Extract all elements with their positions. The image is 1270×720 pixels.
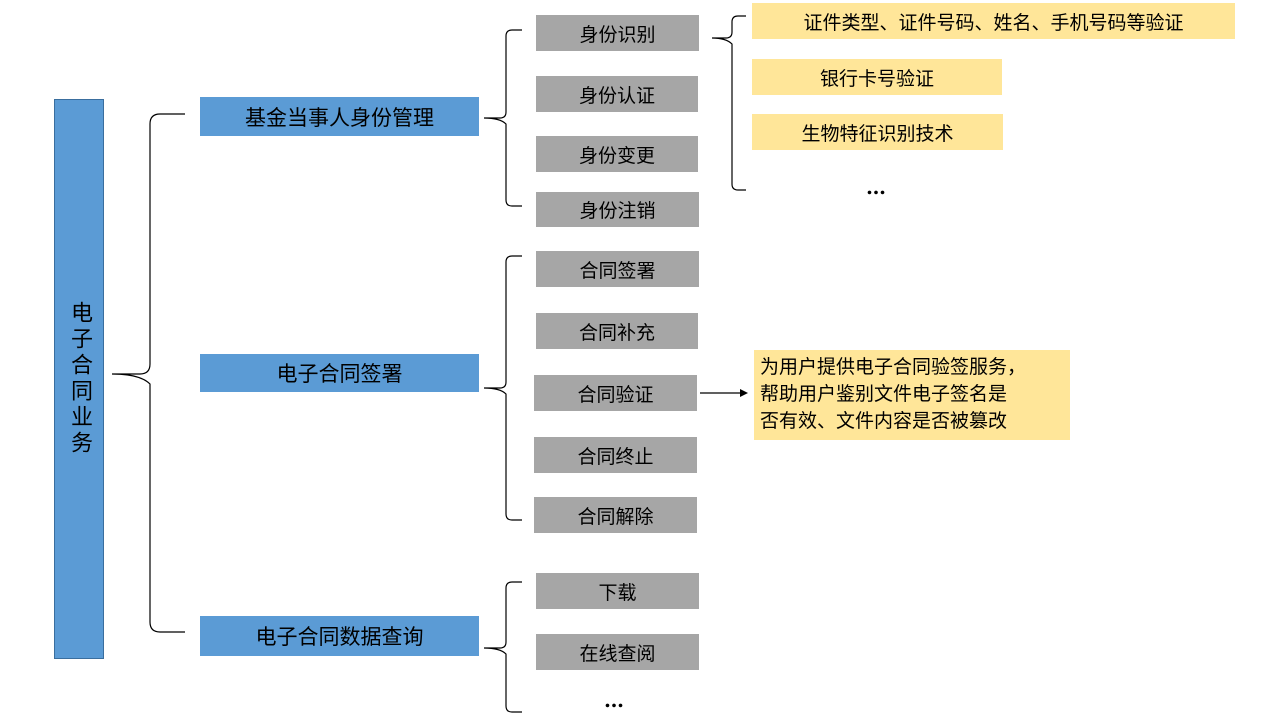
- branch-3-brace: [483, 581, 522, 713]
- root-brace: [111, 113, 185, 633]
- verify-note-line: 为用户提供电子合同验签服务，: [760, 356, 1027, 378]
- child-label: 合同验证: [577, 383, 654, 406]
- child-identity-recognition: 身份识别: [536, 15, 699, 51]
- child-contract-terminate: 合同终止: [534, 437, 697, 473]
- child-label: 身份变更: [578, 144, 655, 167]
- root-label: 电子合同业务: [67, 301, 92, 457]
- verify-arrow-head: [740, 389, 748, 397]
- identity-methods-more: …: [866, 175, 886, 199]
- child-contract-verify: 合同验证: [534, 375, 697, 411]
- child-identity-change: 身份变更: [536, 136, 698, 172]
- child-contract-sign: 合同签署: [536, 251, 699, 287]
- note-label: 证件类型、证件号码、姓名、手机号码等验证: [803, 11, 1184, 34]
- branch-label: 基金当事人身份管理: [245, 105, 434, 130]
- child-contract-supplement: 合同补充: [536, 313, 698, 349]
- branch-3-more: …: [604, 688, 624, 712]
- child-label: 合同补充: [578, 321, 655, 344]
- root-node: 电子合同业务: [54, 99, 104, 659]
- child-download: 下载: [536, 573, 699, 609]
- child-label: 合同终止: [577, 445, 654, 468]
- verify-note-line: 帮助用户鉴别文件电子签名是: [760, 383, 1008, 405]
- identity-methods-brace: [711, 15, 746, 191]
- child-label: 在线查阅: [579, 642, 656, 665]
- branch-contract-signing: 电子合同签署: [200, 354, 479, 392]
- verify-note-line: 否有效、文件内容是否被篡改: [760, 410, 1008, 432]
- identity-method-bank-card: 银行卡号验证: [752, 59, 1002, 95]
- child-identity-cancel: 身份注销: [536, 192, 699, 227]
- child-contract-dissolve: 合同解除: [534, 497, 697, 533]
- child-identity-authentication: 身份认证: [536, 76, 698, 112]
- child-label: 合同解除: [577, 505, 654, 528]
- note-label: 银行卡号验证: [819, 67, 934, 90]
- verify-note: 为用户提供电子合同验签服务， 帮助用户鉴别文件电子签名是 否有效、文件内容是否被…: [754, 350, 1070, 440]
- child-label: 下载: [598, 581, 637, 604]
- branch-label: 电子合同数据查询: [255, 625, 424, 649]
- child-online-view: 在线查阅: [536, 634, 699, 670]
- child-label: 身份注销: [579, 200, 656, 222]
- branch-2-brace: [483, 255, 522, 521]
- child-label: 身份认证: [578, 84, 655, 107]
- branch-label: 电子合同签署: [276, 362, 403, 386]
- branch-data-query: 电子合同数据查询: [200, 616, 479, 656]
- child-label: 合同签署: [579, 259, 656, 282]
- identity-method-biometric: 生物特征识别技术: [752, 114, 1003, 150]
- note-label: 生物特征识别技术: [801, 122, 954, 145]
- branch-1-brace: [483, 29, 522, 207]
- identity-method-credentials: 证件类型、证件号码、姓名、手机号码等验证: [752, 3, 1235, 39]
- child-label: 身份识别: [579, 23, 656, 46]
- branch-identity-management: 基金当事人身份管理: [200, 97, 479, 136]
